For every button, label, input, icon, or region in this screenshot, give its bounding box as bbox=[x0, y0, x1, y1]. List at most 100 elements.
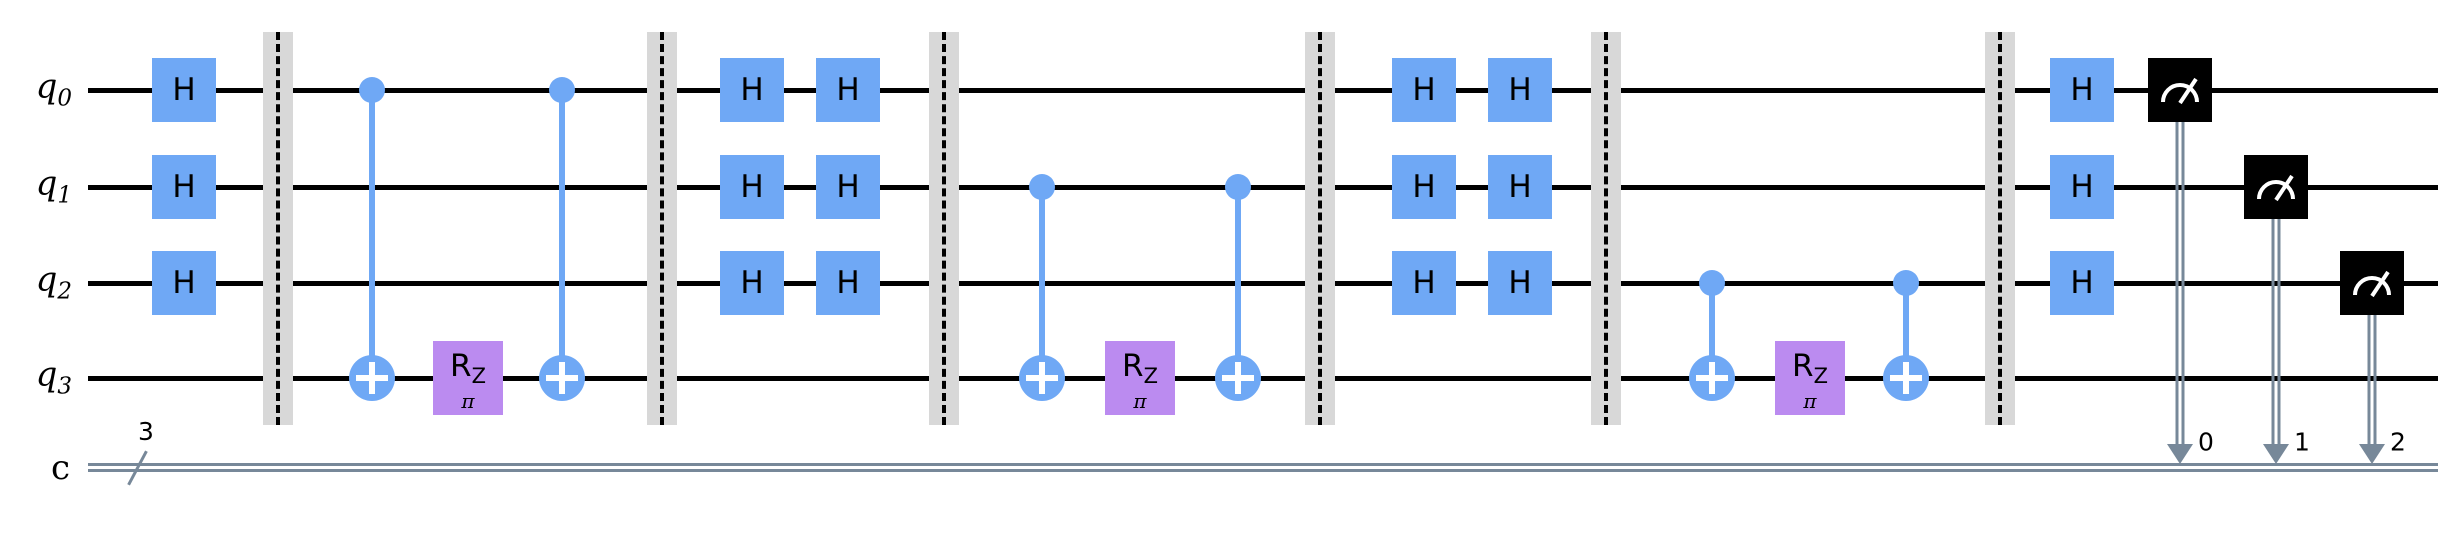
qubit-label-index: 1 bbox=[57, 182, 72, 209]
rz-gate-parameter: π bbox=[1803, 389, 1817, 414]
barrier-2 bbox=[929, 32, 959, 425]
qubit-label-index: 3 bbox=[57, 373, 72, 400]
gate-label: H bbox=[172, 264, 196, 301]
measure-meter-icon bbox=[2157, 70, 2203, 110]
rz-gate-axis: Z bbox=[1143, 364, 1158, 389]
qubit-wire-q3 bbox=[88, 376, 2438, 381]
gate-label: H bbox=[1508, 264, 1532, 301]
classical-bit-arrow-0 bbox=[2167, 444, 2193, 464]
gate-label: H bbox=[2070, 71, 2094, 108]
qubit-label-text: q bbox=[35, 354, 58, 395]
classical-bit-line-0 bbox=[2175, 122, 2185, 446]
qubit-label-text: q bbox=[35, 163, 58, 204]
classical-register-label: c bbox=[50, 448, 70, 488]
qubit-label-q0: q0 bbox=[36, 70, 72, 111]
barrier-3 bbox=[1305, 32, 1335, 425]
barrier-dash-line bbox=[276, 32, 280, 425]
hadamard-gate[interactable]: H bbox=[1392, 251, 1456, 315]
classical-register-wire bbox=[88, 463, 2438, 472]
gate-label: H bbox=[1412, 71, 1436, 108]
gate-label: H bbox=[1412, 168, 1436, 205]
qubit-label-text: q bbox=[35, 66, 58, 107]
hadamard-gate[interactable]: H bbox=[152, 58, 216, 122]
hadamard-gate[interactable]: H bbox=[2050, 155, 2114, 219]
hadamard-gate[interactable]: H bbox=[1392, 58, 1456, 122]
cnot-control-dot-1[interactable] bbox=[549, 77, 575, 103]
measure-gate[interactable] bbox=[2340, 251, 2404, 315]
qubit-wire-q2 bbox=[88, 281, 2438, 286]
gate-label: H bbox=[740, 264, 764, 301]
hadamard-gate[interactable]: H bbox=[816, 251, 880, 315]
rz-gate-letter: R bbox=[450, 347, 472, 384]
hadamard-gate[interactable]: H bbox=[152, 155, 216, 219]
rz-gate-letter: R bbox=[1792, 347, 1814, 384]
classical-bit-index-1: 1 bbox=[2294, 427, 2310, 457]
cnot-control-dot-4[interactable] bbox=[1699, 270, 1725, 296]
hadamard-gate[interactable]: H bbox=[720, 155, 784, 219]
hadamard-gate[interactable]: H bbox=[1488, 251, 1552, 315]
cnot-control-dot-3[interactable] bbox=[1225, 174, 1251, 200]
cnot-control-dot-0[interactable] bbox=[359, 77, 385, 103]
hadamard-gate[interactable]: H bbox=[720, 251, 784, 315]
classical-bit-line-2 bbox=[2367, 315, 2377, 446]
hadamard-gate[interactable]: H bbox=[1488, 155, 1552, 219]
measure-gate[interactable] bbox=[2244, 155, 2308, 219]
measure-meter-icon bbox=[2349, 263, 2395, 303]
cnot-connector-1 bbox=[559, 90, 565, 378]
qubit-label-q2: q2 bbox=[36, 263, 72, 304]
hadamard-gate[interactable]: H bbox=[816, 58, 880, 122]
classical-bit-arrow-1 bbox=[2263, 444, 2289, 464]
cnot-target-2[interactable] bbox=[1019, 355, 1065, 401]
hadamard-gate[interactable]: H bbox=[2050, 58, 2114, 122]
gate-label: H bbox=[740, 71, 764, 108]
cnot-connector-0 bbox=[369, 90, 375, 378]
gate-label: H bbox=[2070, 264, 2094, 301]
cnot-control-dot-5[interactable] bbox=[1893, 270, 1919, 296]
classical-bit-index-0: 0 bbox=[2198, 427, 2214, 457]
qubit-wire-q0 bbox=[88, 88, 2438, 93]
gate-label: H bbox=[1508, 71, 1532, 108]
barrier-dash-line bbox=[1318, 32, 1322, 425]
gate-label: H bbox=[836, 168, 860, 205]
gate-label: H bbox=[740, 168, 764, 205]
rz-gate-axis: Z bbox=[1813, 364, 1828, 389]
measure-gate[interactable] bbox=[2148, 58, 2212, 122]
rz-gate-axis: Z bbox=[471, 364, 486, 389]
gate-label: H bbox=[1508, 168, 1532, 205]
gate-label: H bbox=[2070, 168, 2094, 205]
gate-label: H bbox=[836, 71, 860, 108]
qubit-label-index: 0 bbox=[57, 85, 72, 112]
hadamard-gate[interactable]: H bbox=[1392, 155, 1456, 219]
hadamard-gate[interactable]: H bbox=[1488, 58, 1552, 122]
cnot-target-0[interactable] bbox=[349, 355, 395, 401]
cnot-target-1[interactable] bbox=[539, 355, 585, 401]
gate-label: H bbox=[836, 264, 860, 301]
barrier-dash-line bbox=[1998, 32, 2002, 425]
barrier-4 bbox=[1591, 32, 1621, 425]
cnot-target-5[interactable] bbox=[1883, 355, 1929, 401]
classical-bit-index-2: 2 bbox=[2390, 427, 2406, 457]
hadamard-gate[interactable]: H bbox=[720, 58, 784, 122]
cnot-target-4[interactable] bbox=[1689, 355, 1735, 401]
qubit-wire-q1 bbox=[88, 185, 2438, 190]
rz-gate-parameter: π bbox=[1133, 389, 1147, 414]
classical-bit-line-1 bbox=[2271, 219, 2281, 446]
cnot-connector-5 bbox=[1903, 283, 1909, 378]
cnot-control-dot-2[interactable] bbox=[1029, 174, 1055, 200]
hadamard-gate[interactable]: H bbox=[2050, 251, 2114, 315]
gate-label: H bbox=[1412, 264, 1436, 301]
classical-register-size: 3 bbox=[138, 417, 154, 446]
cnot-target-3[interactable] bbox=[1215, 355, 1261, 401]
qubit-label-index: 2 bbox=[57, 278, 72, 305]
barrier-5 bbox=[1985, 32, 2015, 425]
hadamard-gate[interactable]: H bbox=[152, 251, 216, 315]
hadamard-gate[interactable]: H bbox=[816, 155, 880, 219]
rz-gate-label: RZ bbox=[450, 347, 486, 389]
cnot-connector-2 bbox=[1039, 187, 1045, 378]
classical-bit-arrow-2 bbox=[2359, 444, 2385, 464]
cnot-connector-4 bbox=[1709, 283, 1715, 378]
